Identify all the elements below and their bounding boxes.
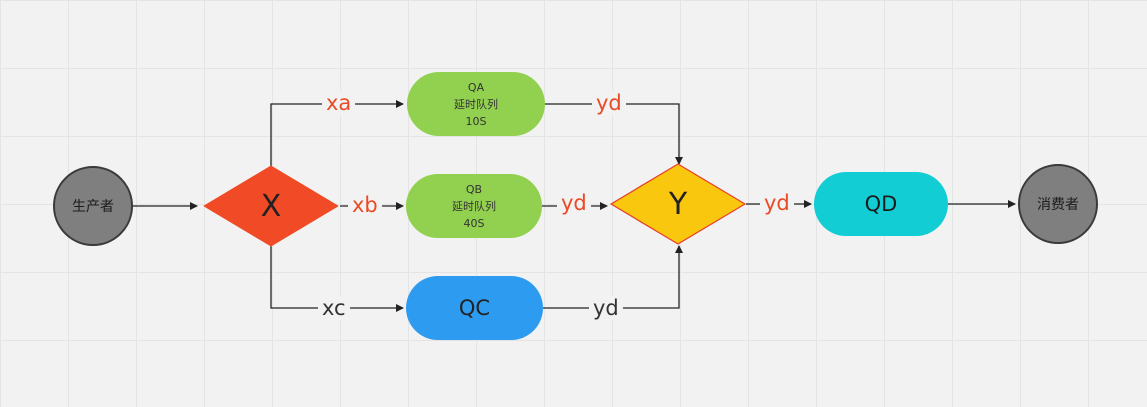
- producer-label: 生产者: [72, 199, 114, 215]
- exchange-y-label: Y: [668, 186, 688, 222]
- edge-label-yd-qa: yd: [592, 91, 626, 115]
- exchange-x-shape: [203, 165, 339, 247]
- queue-qd-label: QD: [864, 192, 898, 216]
- consumer-label: 消费者: [1037, 197, 1079, 213]
- exchange-x-label: X: [260, 188, 282, 224]
- queue-qc[interactable]: QC: [406, 276, 543, 340]
- producer-node[interactable]: 生产者: [53, 166, 133, 246]
- queue-qa[interactable]: QA 延时队列 10S: [407, 72, 545, 136]
- exchange-y-shape: [610, 163, 746, 245]
- queue-qa-name: QA: [467, 80, 485, 94]
- edge-label-yd-qb: yd: [557, 191, 591, 215]
- edge-label-yd-y: yd: [760, 191, 794, 215]
- queue-qb-name: QB: [465, 182, 483, 196]
- edge-label-yd-qc: yd: [589, 296, 623, 320]
- queue-qa-type: 延时队列: [454, 97, 498, 111]
- queue-qb-type: 延时队列: [452, 199, 496, 213]
- edge-label-xa: xa: [322, 91, 356, 115]
- edge-x-qc: [270, 246, 404, 312]
- edge-label-xb: xb: [348, 193, 382, 217]
- edge-label-xc: xc: [318, 296, 350, 320]
- consumer-node[interactable]: 消费者: [1018, 164, 1098, 244]
- queue-qa-ttl: 10S: [465, 114, 487, 128]
- edge-qc-y: [543, 245, 683, 309]
- queue-qb-ttl: 40S: [463, 216, 485, 230]
- queue-qd[interactable]: QD: [814, 172, 948, 236]
- edge-qa-y: [545, 103, 683, 165]
- queue-qc-label: QC: [458, 296, 491, 320]
- queue-qb[interactable]: QB 延时队列 40S: [406, 174, 542, 238]
- edge-x-qa: [270, 100, 404, 166]
